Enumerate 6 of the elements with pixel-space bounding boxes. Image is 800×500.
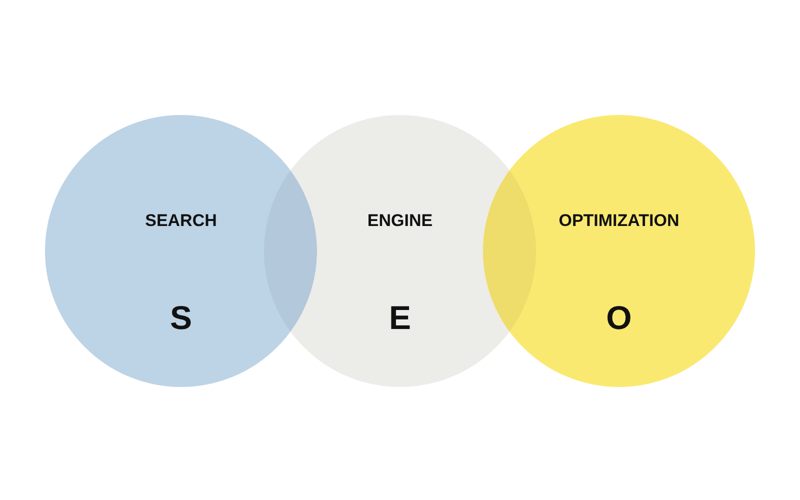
initial-letter: S (170, 300, 192, 336)
initial-letter: O (606, 300, 632, 336)
word-label: OPTIMIZATION (558, 211, 680, 231)
word-label: SEARCH (145, 211, 217, 231)
word-label: ENGINE (367, 211, 433, 231)
initial-letter: E (389, 300, 411, 336)
